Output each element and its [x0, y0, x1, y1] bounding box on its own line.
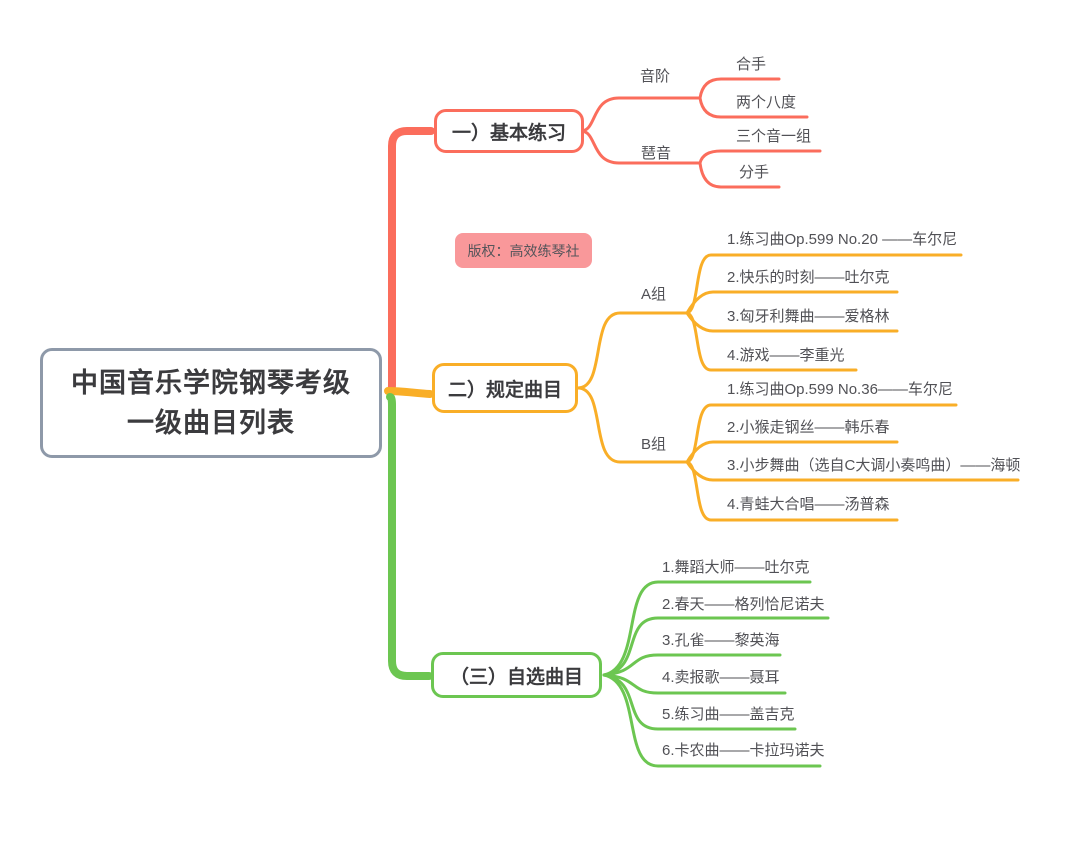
branch-basic-exercises-label: 一）基本练习: [451, 122, 566, 144]
connector-three-notes: [698, 149, 822, 165]
topic-a-item-2[interactable]: 2.快乐的时刻——吐尔克: [727, 269, 890, 286]
connector-two-octaves: [698, 96, 809, 119]
root-title-line2: 一级曲目列表: [127, 408, 295, 438]
connector-b-item-2: [685, 440, 899, 464]
topic-b-item-2[interactable]: 2.小猴走钢丝——韩乐春: [727, 419, 890, 436]
connector-a-item-1: [685, 253, 963, 315]
connector-arpeggios: [579, 129, 702, 165]
branch-optional-pieces-label: （三）自选曲目: [449, 666, 583, 688]
branch2-connectors: [576, 253, 1020, 522]
trunk-connectors: [384, 127, 435, 680]
connector-group-b: [576, 386, 689, 464]
topic-scales[interactable]: 音阶: [640, 68, 671, 85]
topic-free-item-2[interactable]: 2.春天——格列恰尼诺夫: [662, 596, 825, 613]
connector-free-item-5: [602, 673, 797, 731]
root-topic-text: 中国音乐学院钢琴考级 一级曲目列表: [71, 363, 351, 443]
topic-free-item-4[interactable]: 4.卖报歌——聂耳: [662, 669, 780, 686]
connector-scales: [579, 96, 702, 133]
topic-arpeggios[interactable]: 琶音: [641, 145, 672, 162]
connector-hands-separate: [698, 161, 781, 189]
connector-group-a: [576, 311, 689, 390]
connector-b-item-4: [685, 460, 899, 522]
topic-b-item-3[interactable]: 3.小步舞曲（选自C大调小奏鸣曲）——海顿: [727, 457, 1021, 474]
topic-free-item-1[interactable]: 1.舞蹈大师——吐尔克: [662, 559, 810, 576]
connector-free-item-4: [602, 673, 787, 695]
trunk-branch1: [386, 127, 435, 396]
topic-group-b[interactable]: B组: [641, 436, 667, 453]
branch-basic-exercises[interactable]: 一）基本练习: [434, 109, 584, 153]
connector-free-item-3: [602, 653, 782, 677]
topic-free-item-3[interactable]: 3.孔雀——黎英海: [662, 632, 780, 649]
connector-a-item-2: [685, 290, 899, 315]
copyright-badge-label: 版权：高效练琴社: [467, 242, 580, 259]
copyright-badge[interactable]: 版权：高效练琴社: [455, 233, 592, 268]
branch-required-pieces-label: 二）规定曲目: [447, 379, 562, 401]
topic-a-item-1[interactable]: 1.练习曲Op.599 No.20 ——车尔尼: [727, 231, 958, 248]
branch3-connectors: [602, 580, 830, 768]
root-topic[interactable]: 中国音乐学院钢琴考级 一级曲目列表: [40, 348, 382, 458]
connector-a-item-4: [685, 311, 858, 372]
connector-free-item-1: [602, 580, 812, 677]
connector-free-item-6: [602, 673, 822, 768]
topic-group-a[interactable]: A组: [641, 286, 667, 303]
branch-required-pieces[interactable]: 二）规定曲目: [432, 363, 578, 413]
topic-b-item-1[interactable]: 1.练习曲Op.599 No.36——车尔尼: [727, 381, 953, 398]
connector-free-item-2: [602, 616, 830, 677]
topic-free-item-6[interactable]: 6.卡农曲——卡拉玛诺夫: [662, 742, 825, 759]
topic-a-item-3[interactable]: 3.匈牙利舞曲——爱格林: [727, 308, 890, 325]
branch-optional-pieces[interactable]: （三）自选曲目: [431, 652, 602, 698]
topic-a-item-4[interactable]: 4.游戏——李重光: [727, 347, 845, 364]
topic-three-notes[interactable]: 三个音一组: [736, 128, 812, 145]
topic-hands-together[interactable]: 合手: [736, 56, 767, 73]
topic-two-octaves[interactable]: 两个八度: [736, 94, 797, 111]
connector-hands-together: [698, 77, 781, 100]
root-title-line1: 中国音乐学院钢琴考级: [71, 368, 351, 398]
topic-b-item-4[interactable]: 4.青蛙大合唱——汤普森: [727, 496, 890, 513]
connector-b-item-1: [685, 403, 958, 464]
trunk-branch3: [386, 393, 433, 680]
branch1-connectors: [579, 77, 822, 189]
trunk-branch2: [384, 387, 434, 398]
topic-hands-separate[interactable]: 分手: [739, 164, 770, 181]
topic-free-item-5[interactable]: 5.练习曲——盖吉克: [662, 706, 795, 723]
